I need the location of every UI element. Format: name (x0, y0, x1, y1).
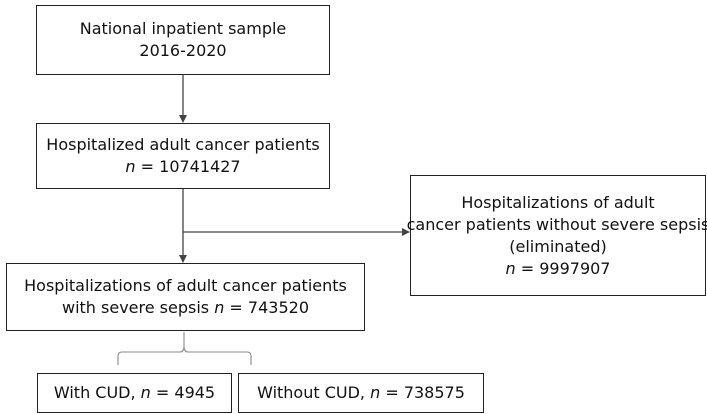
with-cud-box: With CUD, n = 4945 (37, 373, 232, 413)
without-cud-prefix: Without CUD, (257, 383, 371, 402)
count-value: = 10741427 (135, 157, 241, 176)
split-bracket (117, 332, 252, 365)
with-cud-prefix: With CUD, (53, 383, 141, 402)
excluded-box: Hospitalizations of adult cancer patient… (406, 175, 707, 296)
n-symbol: n (140, 383, 151, 402)
n-symbol: n (370, 383, 381, 402)
cancer-patients-label: Hospitalized adult cancer patients (46, 135, 320, 154)
excluded-label-line1: Hospitalizations of adult (461, 192, 655, 212)
cancer-patients-box: Hospitalized adult cancer patients n = 1… (36, 123, 330, 189)
with-cud-label: With CUD, n = 4945 (54, 382, 215, 404)
n-symbol: n (125, 157, 136, 176)
without-cud-box: Without CUD, n = 738575 (238, 373, 484, 413)
n-symbol: n (505, 258, 516, 278)
severe-sepsis-label: Hospitalizations of adult cancer patient… (24, 276, 347, 295)
source-years: 2016-2020 (139, 41, 227, 60)
excluded-label-line3: (eliminated) (509, 236, 607, 256)
severe-sepsis-count: with severe sepsis n = 743520 (62, 297, 309, 319)
without-cud-label: Without CUD, n = 738575 (257, 382, 465, 404)
excluded-label-line2: cancer patients without severe sepsis (406, 214, 707, 234)
severe-sepsis-box: Hospitalizations of adult cancer patient… (6, 263, 365, 331)
excluded-count: n = 9997907 (506, 258, 611, 280)
count-value: = 738575 (380, 383, 465, 402)
n-symbol: n (214, 298, 225, 317)
severe-sepsis-prefix: with severe sepsis (61, 298, 215, 317)
source-box: National inpatient sample 2016-2020 (36, 5, 330, 75)
count-value: = 4945 (150, 383, 216, 402)
count-value: = 743520 (224, 298, 309, 317)
source-title: National inpatient sample (79, 19, 287, 38)
count-value: = 9997907 (515, 258, 611, 278)
cancer-patients-count: n = 10741427 (125, 156, 240, 178)
